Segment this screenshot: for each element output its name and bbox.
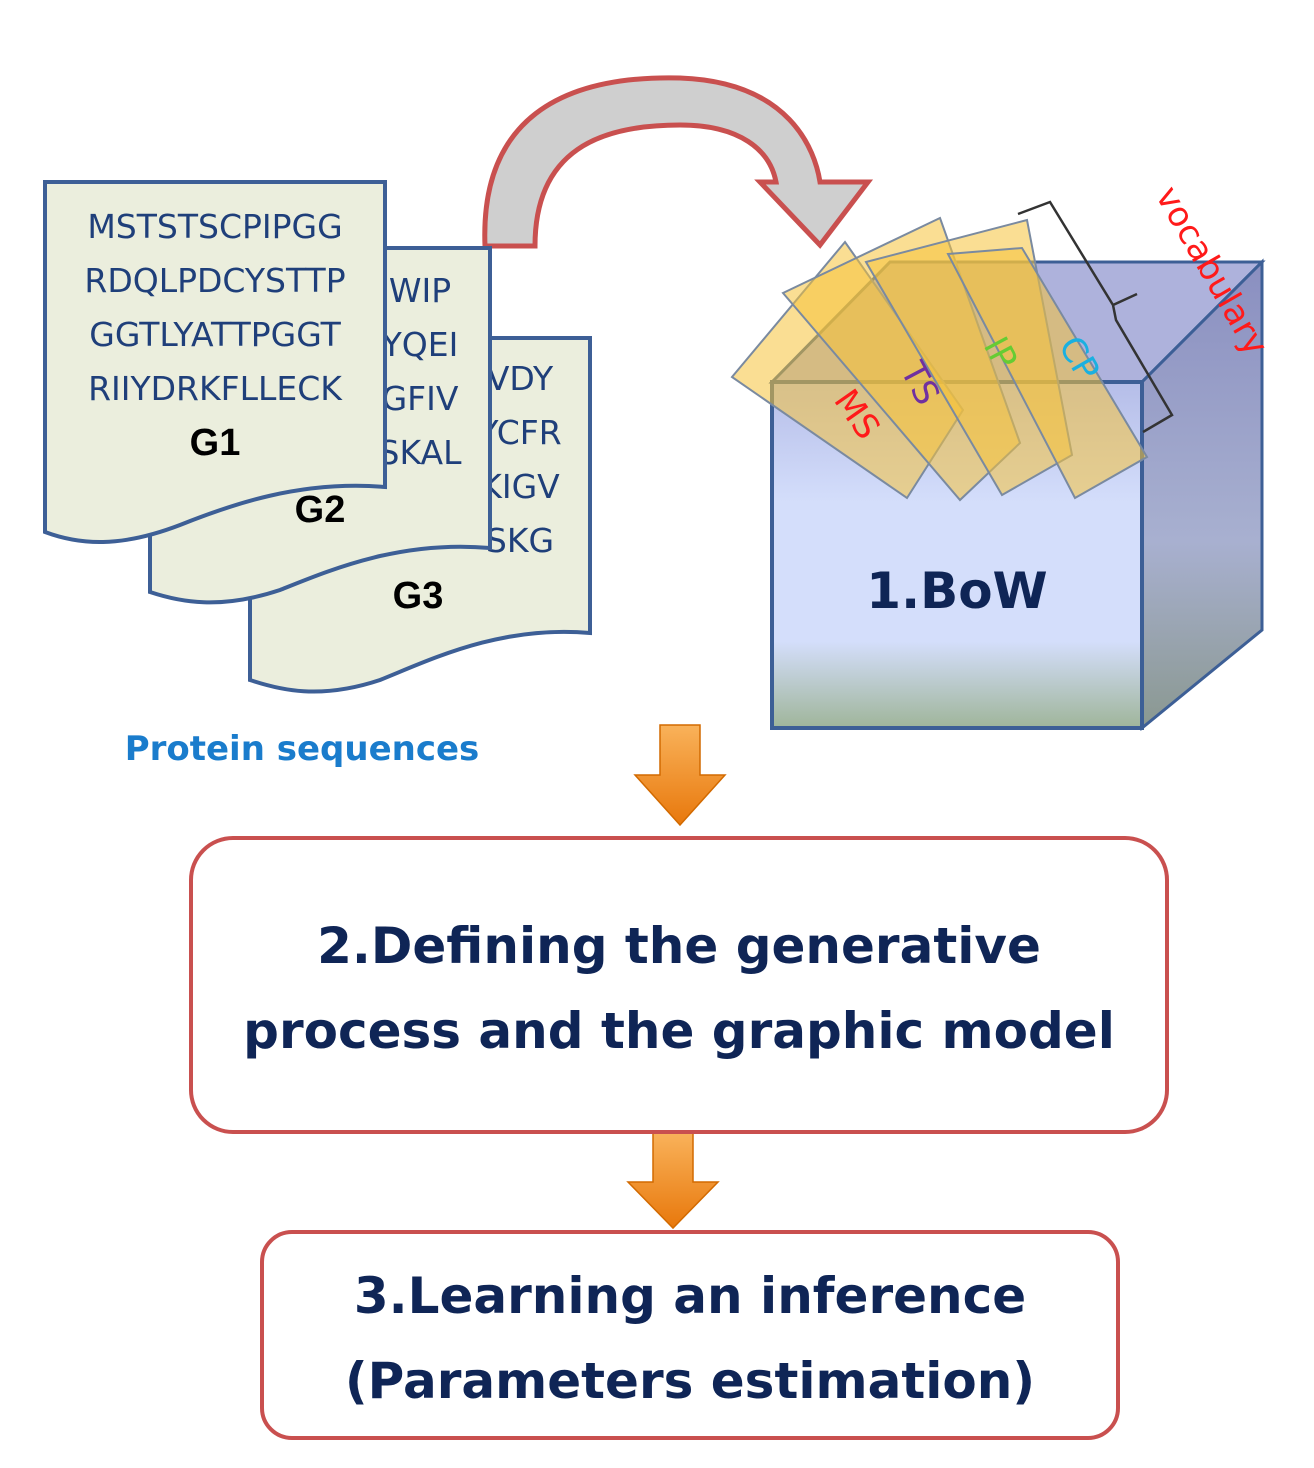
seq-line: RDQLPDCYSTTP bbox=[84, 261, 345, 300]
seq-line: KIGV bbox=[480, 467, 560, 506]
seq-line: VDY bbox=[487, 359, 554, 398]
seq-line: SKG bbox=[486, 521, 554, 560]
step-3-box: 3.Learning an inference (Parameters esti… bbox=[260, 1230, 1120, 1440]
seq-line: GGTLYATTPGGT bbox=[89, 315, 341, 354]
document-label: G3 bbox=[393, 575, 444, 617]
caption-protein-sequences: Protein sequences bbox=[125, 729, 480, 769]
seq-line: SKAL bbox=[379, 433, 463, 472]
vocabulary-brace bbox=[1017, 200, 1174, 434]
seq-line: GFIV bbox=[382, 379, 459, 418]
seq-line: YQEI bbox=[381, 325, 459, 364]
step-text: process and the graphic model bbox=[243, 1002, 1115, 1060]
step-text: 2.Defining the generative bbox=[317, 917, 1041, 975]
step-text: 3.Learning an inference bbox=[354, 1267, 1026, 1325]
seq-line: MSTSTSCPIPGG bbox=[87, 207, 342, 246]
document-g1: MSTSTSCPIPGG RDQLPDCYSTTP GGTLYATTPGGT R… bbox=[43, 180, 387, 544]
bow-title: 1.BoW bbox=[866, 562, 1047, 620]
document-label: G2 bbox=[295, 489, 346, 531]
down-arrow-icon bbox=[633, 724, 727, 827]
word-tile bbox=[946, 246, 1149, 500]
seq-line: WIP bbox=[389, 271, 451, 310]
step-2-box: 2.Defining the generative process and th… bbox=[189, 836, 1169, 1134]
step-text: (Parameters estimation) bbox=[345, 1352, 1035, 1410]
curved-arrow bbox=[482, 75, 874, 249]
vocabulary-tiles bbox=[730, 216, 1149, 502]
down-arrow-icon bbox=[626, 1132, 720, 1230]
document-label: G1 bbox=[190, 422, 241, 464]
seq-line: RIIYDRKFLLECK bbox=[88, 369, 343, 408]
